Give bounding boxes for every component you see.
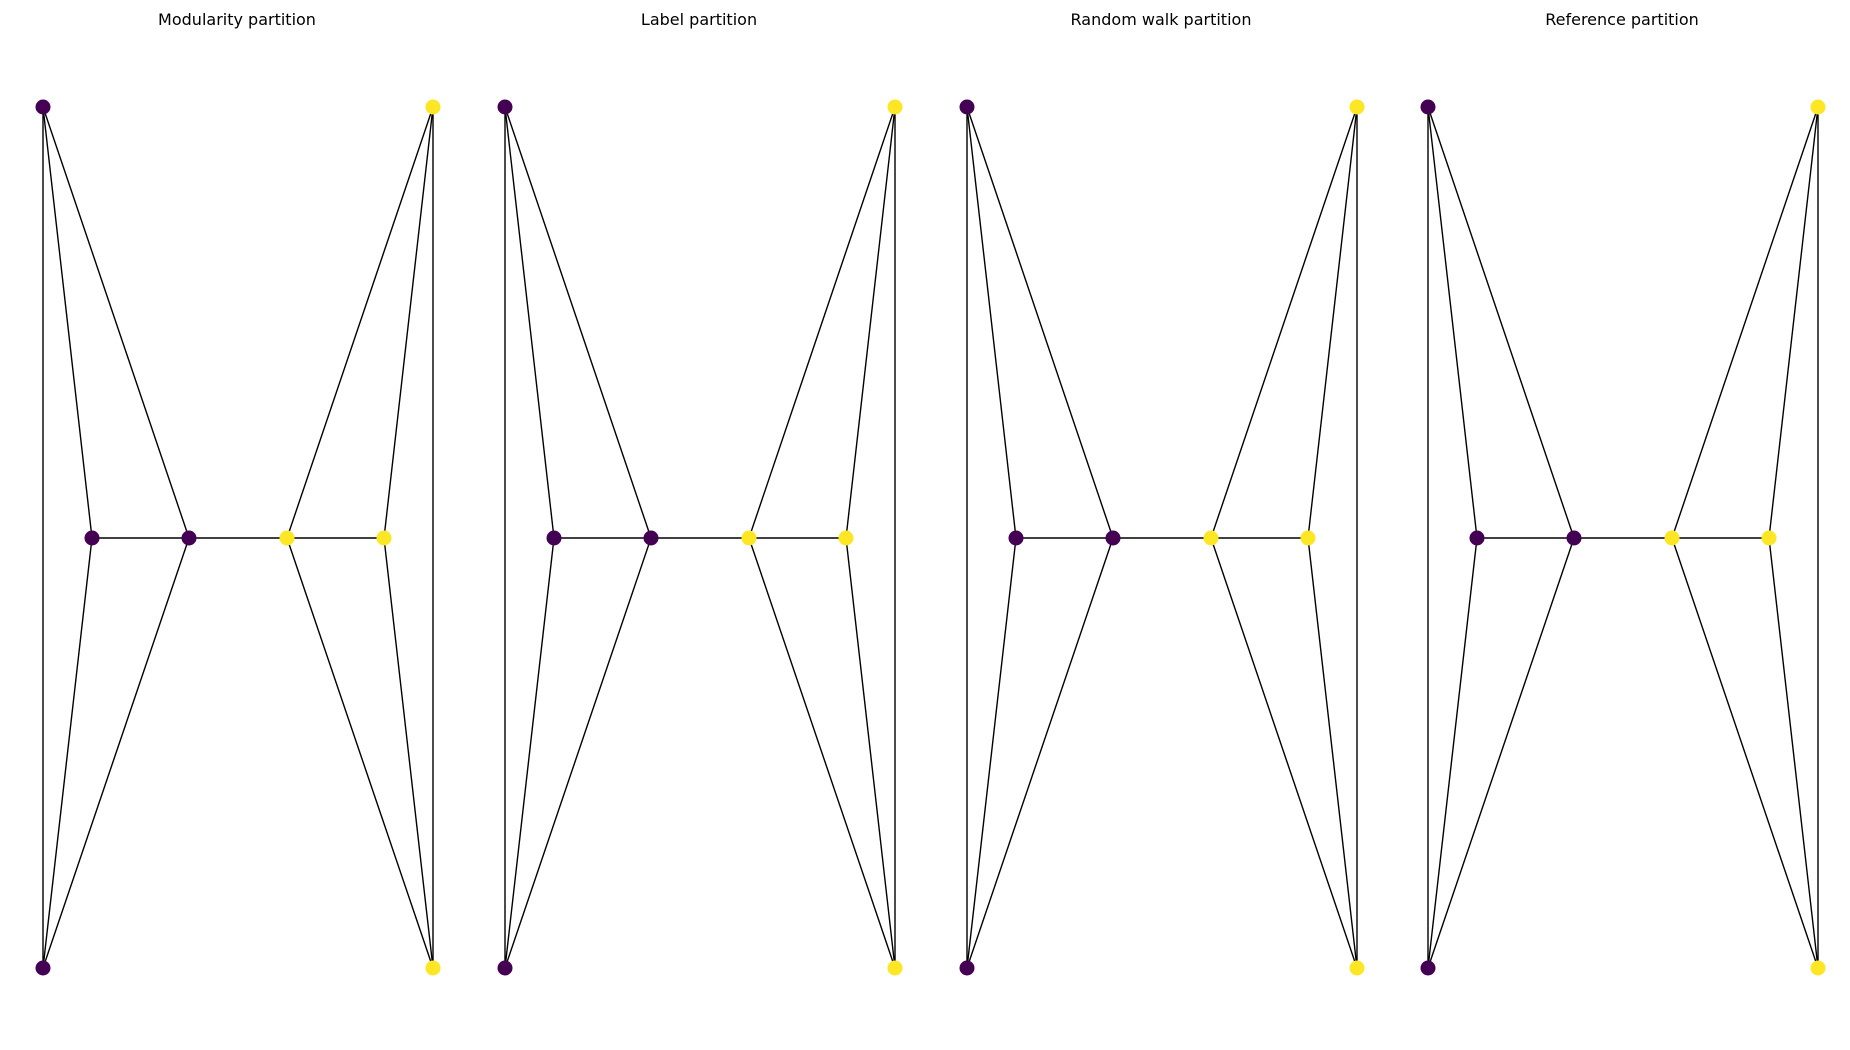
edge-n2-n3 [504, 537, 652, 969]
edge-n0-n2 [42, 106, 190, 539]
edges [42, 106, 434, 969]
edge-n0-n2 [504, 106, 652, 539]
edge-n2-n3 [1427, 537, 1575, 969]
panel-title: Reference partition [1545, 10, 1699, 29]
edge-n4-n7 [748, 537, 896, 969]
edge-n0-n2 [1427, 106, 1575, 539]
node-n2 [1566, 530, 1582, 546]
edge-n1-n3 [504, 537, 555, 969]
edge-n0-n1 [966, 106, 1017, 539]
node-n1 [1469, 530, 1485, 546]
edge-n0-n1 [504, 106, 555, 539]
edge-n5-n7 [383, 537, 434, 969]
node-n3 [959, 960, 975, 976]
edge-n5-n6 [845, 106, 896, 539]
panel-label: Label partition [468, 0, 930, 1050]
edge-n1-n3 [1427, 537, 1478, 969]
edge-n0-n2 [966, 106, 1114, 539]
node-n0 [35, 99, 51, 115]
node-n4 [741, 530, 757, 546]
node-n6 [425, 99, 441, 115]
node-n6 [1349, 99, 1365, 115]
edge-n5-n6 [383, 106, 434, 539]
edge-n4-n6 [286, 106, 434, 539]
node-n1 [84, 530, 100, 546]
node-n4 [279, 530, 295, 546]
node-n5 [1761, 530, 1777, 546]
node-n3 [497, 960, 513, 976]
node-n7 [1810, 960, 1826, 976]
nodes [35, 99, 441, 976]
node-n2 [643, 530, 659, 546]
edge-n0-n1 [42, 106, 93, 539]
panel-random-walk: Random walk partition [930, 0, 1392, 1050]
edge-n5-n7 [1307, 537, 1358, 969]
edges [1427, 106, 1819, 969]
nodes [1420, 99, 1826, 976]
panel-reference: Reference partition [1391, 0, 1850, 1050]
edge-n2-n3 [42, 537, 190, 969]
edge-n5-n7 [845, 537, 896, 969]
edge-n5-n6 [1307, 106, 1358, 539]
edge-n0-n1 [1427, 106, 1478, 539]
node-n7 [887, 960, 903, 976]
node-n7 [425, 960, 441, 976]
node-n7 [1349, 960, 1365, 976]
node-n5 [376, 530, 392, 546]
nodes [497, 99, 903, 976]
graph-reference [1420, 99, 1826, 976]
edge-n4-n6 [1671, 106, 1819, 539]
edge-n2-n3 [966, 537, 1114, 969]
edge-n5-n7 [1768, 537, 1819, 969]
edge-n4-n6 [748, 106, 896, 539]
edge-n4-n7 [286, 537, 434, 969]
node-n6 [1810, 99, 1826, 115]
node-n0 [959, 99, 975, 115]
panel-title: Label partition [640, 10, 758, 29]
node-n3 [35, 960, 51, 976]
graph-label [497, 99, 903, 976]
edge-n4-n7 [1671, 537, 1819, 969]
edges [966, 106, 1358, 969]
nodes [959, 99, 1365, 976]
edges [504, 106, 896, 969]
node-n6 [887, 99, 903, 115]
node-n5 [1300, 530, 1316, 546]
graph-random-walk [959, 99, 1365, 976]
node-n4 [1203, 530, 1219, 546]
node-n3 [1420, 960, 1436, 976]
panel-title: Random walk partition [1070, 10, 1252, 29]
node-n5 [838, 530, 854, 546]
graph-modularity [35, 99, 441, 976]
panel-title: Modularity partition [158, 10, 316, 29]
node-n4 [1664, 530, 1680, 546]
edge-n5-n6 [1768, 106, 1819, 539]
panel-modularity: Modularity partition [6, 0, 468, 1050]
node-n2 [181, 530, 197, 546]
edge-n1-n3 [42, 537, 93, 969]
edge-n4-n6 [1210, 106, 1358, 539]
node-n0 [497, 99, 513, 115]
node-n2 [1105, 530, 1121, 546]
edge-n1-n3 [966, 537, 1017, 969]
node-n0 [1420, 99, 1436, 115]
node-n1 [546, 530, 562, 546]
edge-n4-n7 [1210, 537, 1358, 969]
node-n1 [1008, 530, 1024, 546]
